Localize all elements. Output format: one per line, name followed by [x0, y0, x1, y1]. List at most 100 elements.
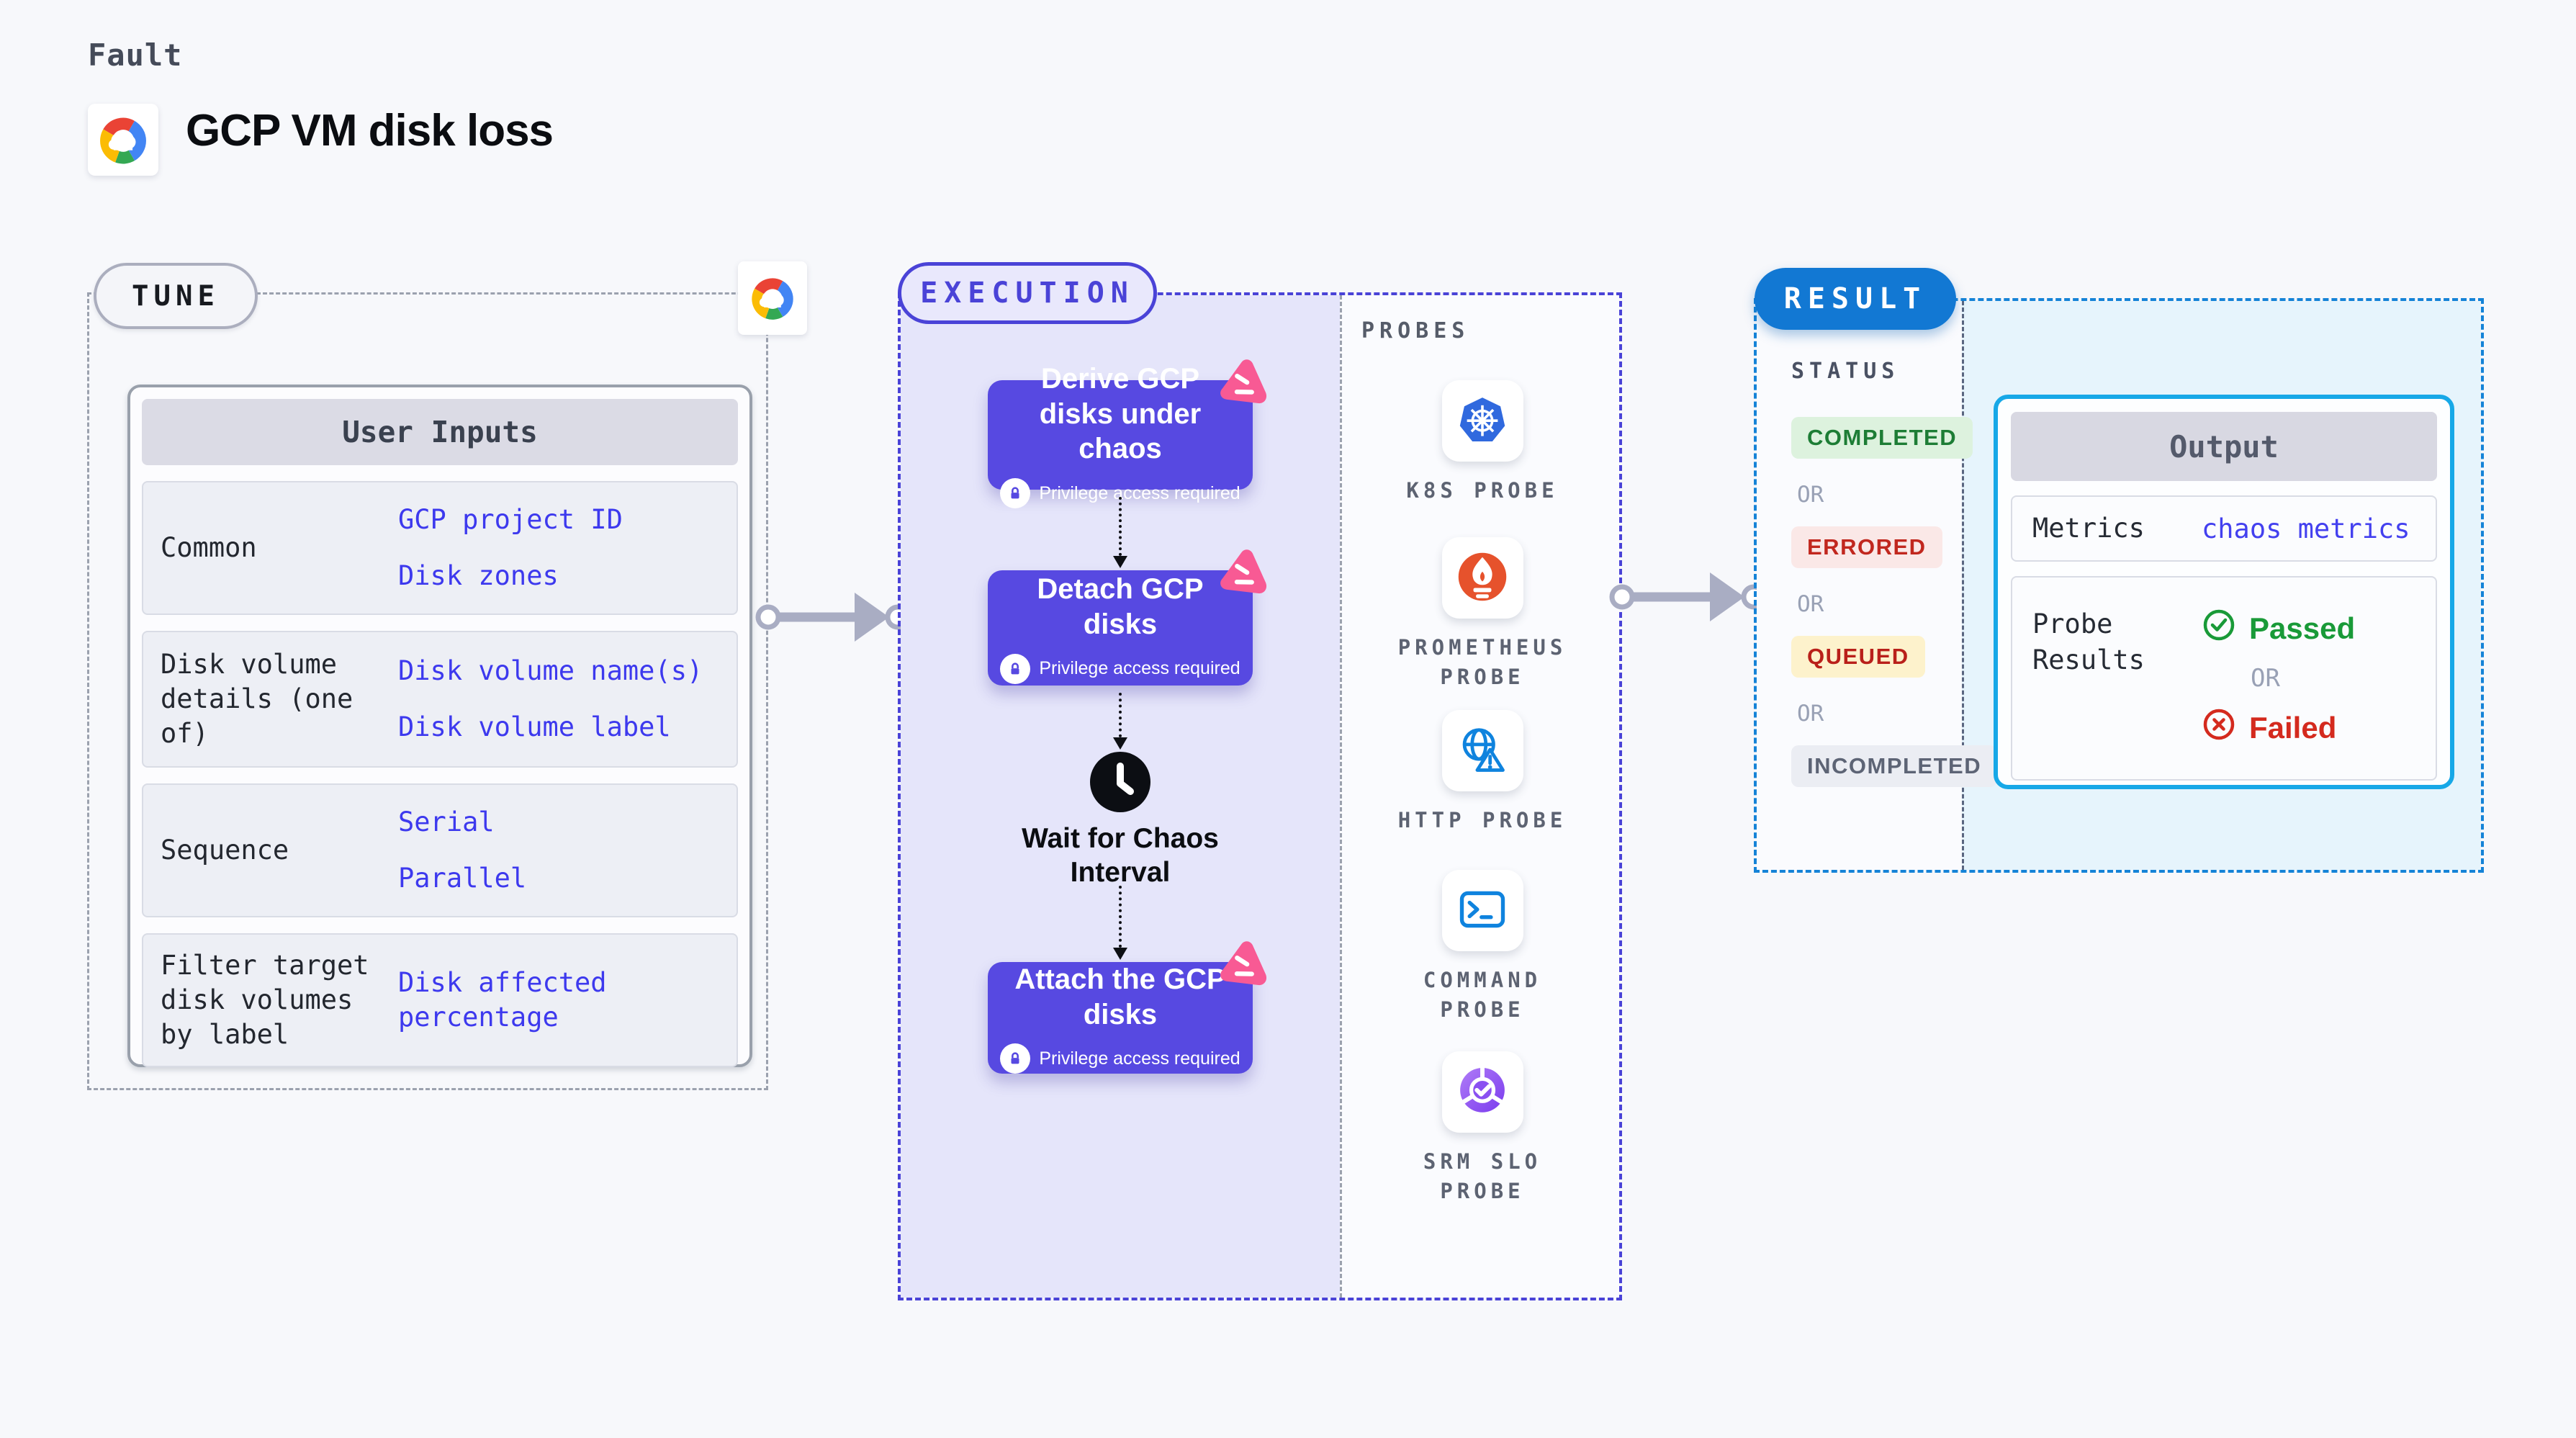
row-value: Disk volume name(s)	[398, 655, 703, 686]
row-values: Serial Parallel	[398, 785, 719, 916]
prometheus-icon	[1455, 549, 1510, 607]
row-label: Disk volume details (one of)	[161, 648, 353, 750]
row-value: Disk volume label	[398, 711, 671, 742]
step-title: Attach the GCP disks	[1014, 963, 1226, 1030]
row-label: Common	[161, 531, 257, 563]
clock-icon	[1089, 750, 1152, 814]
chaos-icon	[1210, 544, 1274, 609]
privilege-badge: Privilege access required	[1000, 1043, 1240, 1074]
probe-card	[1441, 710, 1523, 791]
flow-connector	[1119, 497, 1122, 556]
probe-label: COMMAND PROBE	[1423, 968, 1542, 1022]
step-attach-gcp-disks: Attach the GCP disks Privilege access re…	[988, 941, 1266, 1074]
check-circle-icon	[2202, 608, 2236, 650]
status-badge: QUEUED	[1791, 636, 1925, 678]
probe-results-values: Passed OR Failed	[2202, 608, 2415, 749]
probe-card	[1441, 870, 1523, 951]
row-value: Disk affected percentage	[398, 966, 607, 1033]
chaos-icon	[1210, 354, 1274, 419]
kubernetes-icon	[1455, 392, 1510, 450]
output-card: Output Metrics chaos metrics Probe Resul…	[1994, 395, 2454, 789]
passed-label: Passed	[2249, 611, 2356, 645]
table-row: Disk volume details (one of) Disk volume…	[142, 631, 738, 768]
probe-label: SRM SLO PROBE	[1423, 1149, 1542, 1203]
row-label: Sequence	[161, 834, 289, 866]
gcp-logo-icon	[745, 273, 800, 323]
probe-label: HTTP PROBE	[1397, 808, 1567, 832]
table-row: Common GCP project ID Disk zones	[142, 481, 738, 615]
row-label: Filter target disk volumes by label	[161, 949, 369, 1051]
status-badge: ERRORED	[1791, 526, 1942, 568]
table-row: Filter target disk volumes by label Disk…	[142, 933, 738, 1067]
metrics-label: Metrics	[2032, 513, 2145, 544]
page-title: GCP VM disk loss	[186, 106, 554, 156]
probes-title: PROBES	[1361, 318, 1470, 343]
lock-icon	[1000, 1043, 1031, 1074]
lock-icon	[1000, 478, 1031, 509]
wait-step-label: Wait for Chaos Interval	[1022, 823, 1219, 888]
x-circle-icon	[2202, 707, 2236, 749]
probe-card	[1441, 380, 1523, 462]
tune-section: TUNE User Inputs Common GCP project ID	[87, 261, 807, 1090]
tune-pill: TUNE	[94, 263, 258, 329]
result-section: RESULT STATUS COMPLETED OR ERRORED OR QU…	[1754, 268, 2484, 873]
or-label: OR	[1797, 482, 1824, 508]
row-values: Disk affected percentage	[398, 935, 719, 1066]
gcp-badge-card	[738, 261, 807, 335]
row-value: Parallel	[398, 863, 527, 894]
row-value: Serial	[398, 806, 495, 837]
probe-results-label: Probe Results	[2032, 608, 2145, 675]
privilege-badge-label: Privilege access required	[1039, 482, 1240, 503]
status-badge: INCOMPLETED	[1791, 745, 1998, 787]
result-pill: RESULT	[1755, 268, 1956, 330]
probe-item: K8S PROBE	[1340, 380, 1625, 505]
flow-arrow	[1113, 556, 1127, 575]
privilege-badge-label: Privilege access required	[1039, 658, 1240, 679]
row-value: Disk zones	[398, 560, 559, 591]
probe-item: COMMAND PROBE	[1340, 870, 1625, 1024]
row-value: GCP project ID	[398, 503, 623, 535]
chaos-icon	[1210, 936, 1274, 1001]
flow-arrow	[1113, 737, 1127, 757]
user-inputs-header: User Inputs	[142, 399, 738, 465]
row-values: GCP project ID Disk zones	[398, 482, 719, 614]
passed-line: Passed	[2202, 608, 2415, 650]
output-header: Output	[2011, 412, 2437, 481]
gcp-logo-card	[88, 104, 158, 176]
terminal-icon	[1455, 882, 1510, 940]
step-title: Detach GCP disks	[1037, 573, 1204, 640]
status-title: STATUS	[1791, 359, 1900, 384]
lock-icon	[1000, 653, 1031, 684]
privilege-badge-label: Privilege access required	[1039, 1048, 1240, 1069]
flow-arrow	[1113, 948, 1127, 967]
execution-section: EXECUTION PROBES Derive GCP disks under …	[898, 262, 1625, 1300]
srm-slo-icon	[1455, 1064, 1510, 1121]
status-badge: COMPLETED	[1791, 417, 1973, 459]
http-globe-icon	[1455, 722, 1510, 780]
flow-connector	[1119, 886, 1122, 948]
status-list: STATUS COMPLETED OR ERRORED OR QUEUED OR…	[1791, 359, 1998, 787]
privilege-badge: Privilege access required	[1000, 478, 1240, 509]
or-label: OR	[2251, 664, 2280, 693]
privilege-badge: Privilege access required	[1000, 653, 1240, 684]
flow-connector	[1119, 693, 1122, 737]
probe-results-row: Probe Results Passed OR	[2011, 576, 2437, 781]
step-detach-gcp-disks: Detach GCP disks Privilege access requir…	[988, 549, 1266, 686]
arrow-right-icon	[747, 587, 919, 650]
or-label: OR	[1797, 701, 1824, 727]
probe-item: PROMETHEUS PROBE	[1340, 537, 1625, 691]
metrics-value: chaos metrics	[2202, 513, 2410, 544]
probe-card	[1441, 1051, 1523, 1133]
step-derive-gcp-disks: Derive GCP disks under chaos Privilege a…	[988, 359, 1266, 509]
fault-eyebrow: Fault	[88, 37, 183, 73]
execution-pill: EXECUTION	[898, 262, 1157, 324]
failed-label: Failed	[2249, 711, 2337, 745]
metrics-row: Metrics chaos metrics	[2011, 495, 2437, 562]
probe-card	[1441, 537, 1523, 619]
arrow-right-icon	[1600, 567, 1773, 630]
probe-label: PROMETHEUS PROBE	[1397, 635, 1567, 689]
gcp-logo-icon	[93, 112, 153, 168]
failed-line: Failed	[2202, 707, 2415, 749]
user-inputs-table: User Inputs Common GCP project ID Disk z…	[127, 385, 752, 1067]
